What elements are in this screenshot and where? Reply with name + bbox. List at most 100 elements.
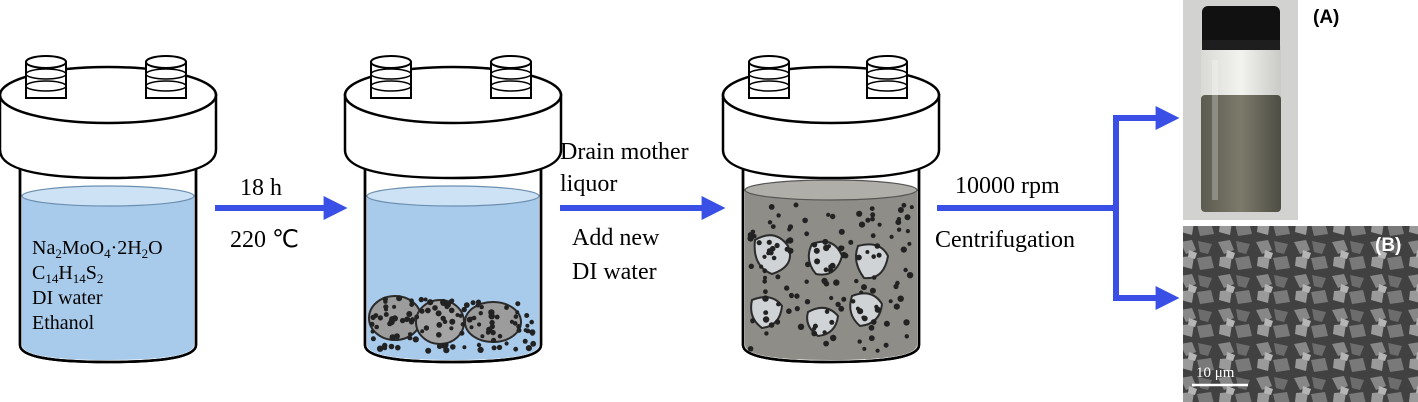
particle	[469, 325, 474, 330]
particle	[883, 320, 890, 327]
particle	[904, 214, 911, 221]
particle	[513, 346, 519, 352]
particle	[480, 334, 485, 339]
particle	[840, 245, 845, 251]
particle	[440, 315, 446, 322]
valve-right	[490, 55, 532, 99]
particle	[774, 319, 781, 325]
particle	[903, 267, 908, 273]
particle	[496, 344, 503, 351]
step3-method: Centrifugation	[935, 227, 1075, 253]
particle	[870, 216, 875, 222]
particle	[756, 240, 762, 246]
particle	[859, 290, 864, 295]
particle	[763, 289, 768, 295]
particle	[462, 345, 467, 350]
particle	[854, 278, 859, 284]
vial-suspension	[1201, 95, 1281, 212]
particle	[504, 341, 509, 346]
particle	[494, 314, 500, 320]
particle	[804, 299, 811, 305]
particle	[907, 241, 912, 246]
particle	[862, 346, 867, 351]
reagent-sodium-molybdate: Na2MoO4·2H2O	[32, 237, 163, 261]
particles-vessel-2	[369, 295, 537, 354]
particle	[459, 330, 465, 336]
particle	[407, 332, 413, 337]
precursor-solution	[22, 196, 194, 360]
particle	[871, 275, 877, 280]
particle	[774, 242, 780, 249]
particle	[763, 275, 767, 280]
particle	[870, 233, 876, 239]
particle	[770, 224, 776, 230]
step2-line1: Drain mother	[560, 139, 689, 165]
particle	[455, 313, 460, 317]
particle	[848, 239, 854, 245]
particle	[767, 220, 773, 225]
particle	[448, 307, 455, 314]
particle	[410, 317, 416, 323]
particle	[823, 267, 829, 273]
particle	[870, 319, 877, 325]
particle	[829, 319, 835, 325]
particle	[789, 294, 794, 299]
particle	[477, 346, 484, 353]
particle	[768, 322, 775, 328]
particle	[489, 323, 495, 330]
particle	[436, 332, 442, 338]
particle	[785, 238, 791, 244]
particle	[827, 267, 834, 273]
particle	[904, 334, 909, 339]
particle	[441, 342, 447, 349]
particle	[870, 212, 876, 218]
particle	[440, 298, 447, 306]
particle	[425, 307, 431, 314]
particle	[529, 319, 534, 325]
valve-left	[370, 55, 412, 99]
particle	[374, 324, 380, 330]
particle	[460, 322, 465, 327]
particle	[762, 254, 767, 259]
particle	[840, 251, 848, 259]
particle	[766, 239, 772, 245]
particle	[868, 324, 875, 331]
particle	[903, 319, 910, 326]
particle	[750, 319, 755, 324]
particle	[776, 213, 781, 218]
particle	[391, 315, 398, 322]
arrow-step-3-branch	[937, 106, 1180, 310]
particle	[794, 306, 800, 312]
particle	[450, 344, 456, 350]
particle	[787, 247, 794, 254]
particle	[823, 340, 829, 347]
particle	[900, 246, 907, 253]
particle	[888, 299, 893, 304]
particle	[893, 283, 899, 290]
particle	[883, 342, 889, 348]
particle	[763, 310, 769, 315]
particle	[478, 311, 483, 316]
particle	[392, 304, 397, 309]
particle	[805, 261, 811, 268]
particle	[449, 326, 454, 331]
valve-right	[866, 55, 908, 99]
particle	[412, 336, 419, 343]
step3-speed: 10000 rpm	[955, 173, 1060, 199]
particle	[406, 317, 411, 322]
particle	[395, 344, 401, 351]
particle	[369, 321, 375, 327]
particle	[423, 325, 430, 331]
particle	[436, 343, 443, 349]
particle	[435, 310, 442, 317]
autoclave-vessel-1	[0, 55, 218, 364]
particle	[479, 304, 484, 310]
particle	[874, 243, 881, 249]
particle	[414, 314, 420, 320]
particle	[491, 337, 497, 343]
particle	[425, 347, 432, 354]
step1-time: 18 h	[240, 175, 282, 201]
particle	[804, 279, 809, 284]
particle	[516, 324, 522, 329]
particle	[396, 295, 403, 302]
